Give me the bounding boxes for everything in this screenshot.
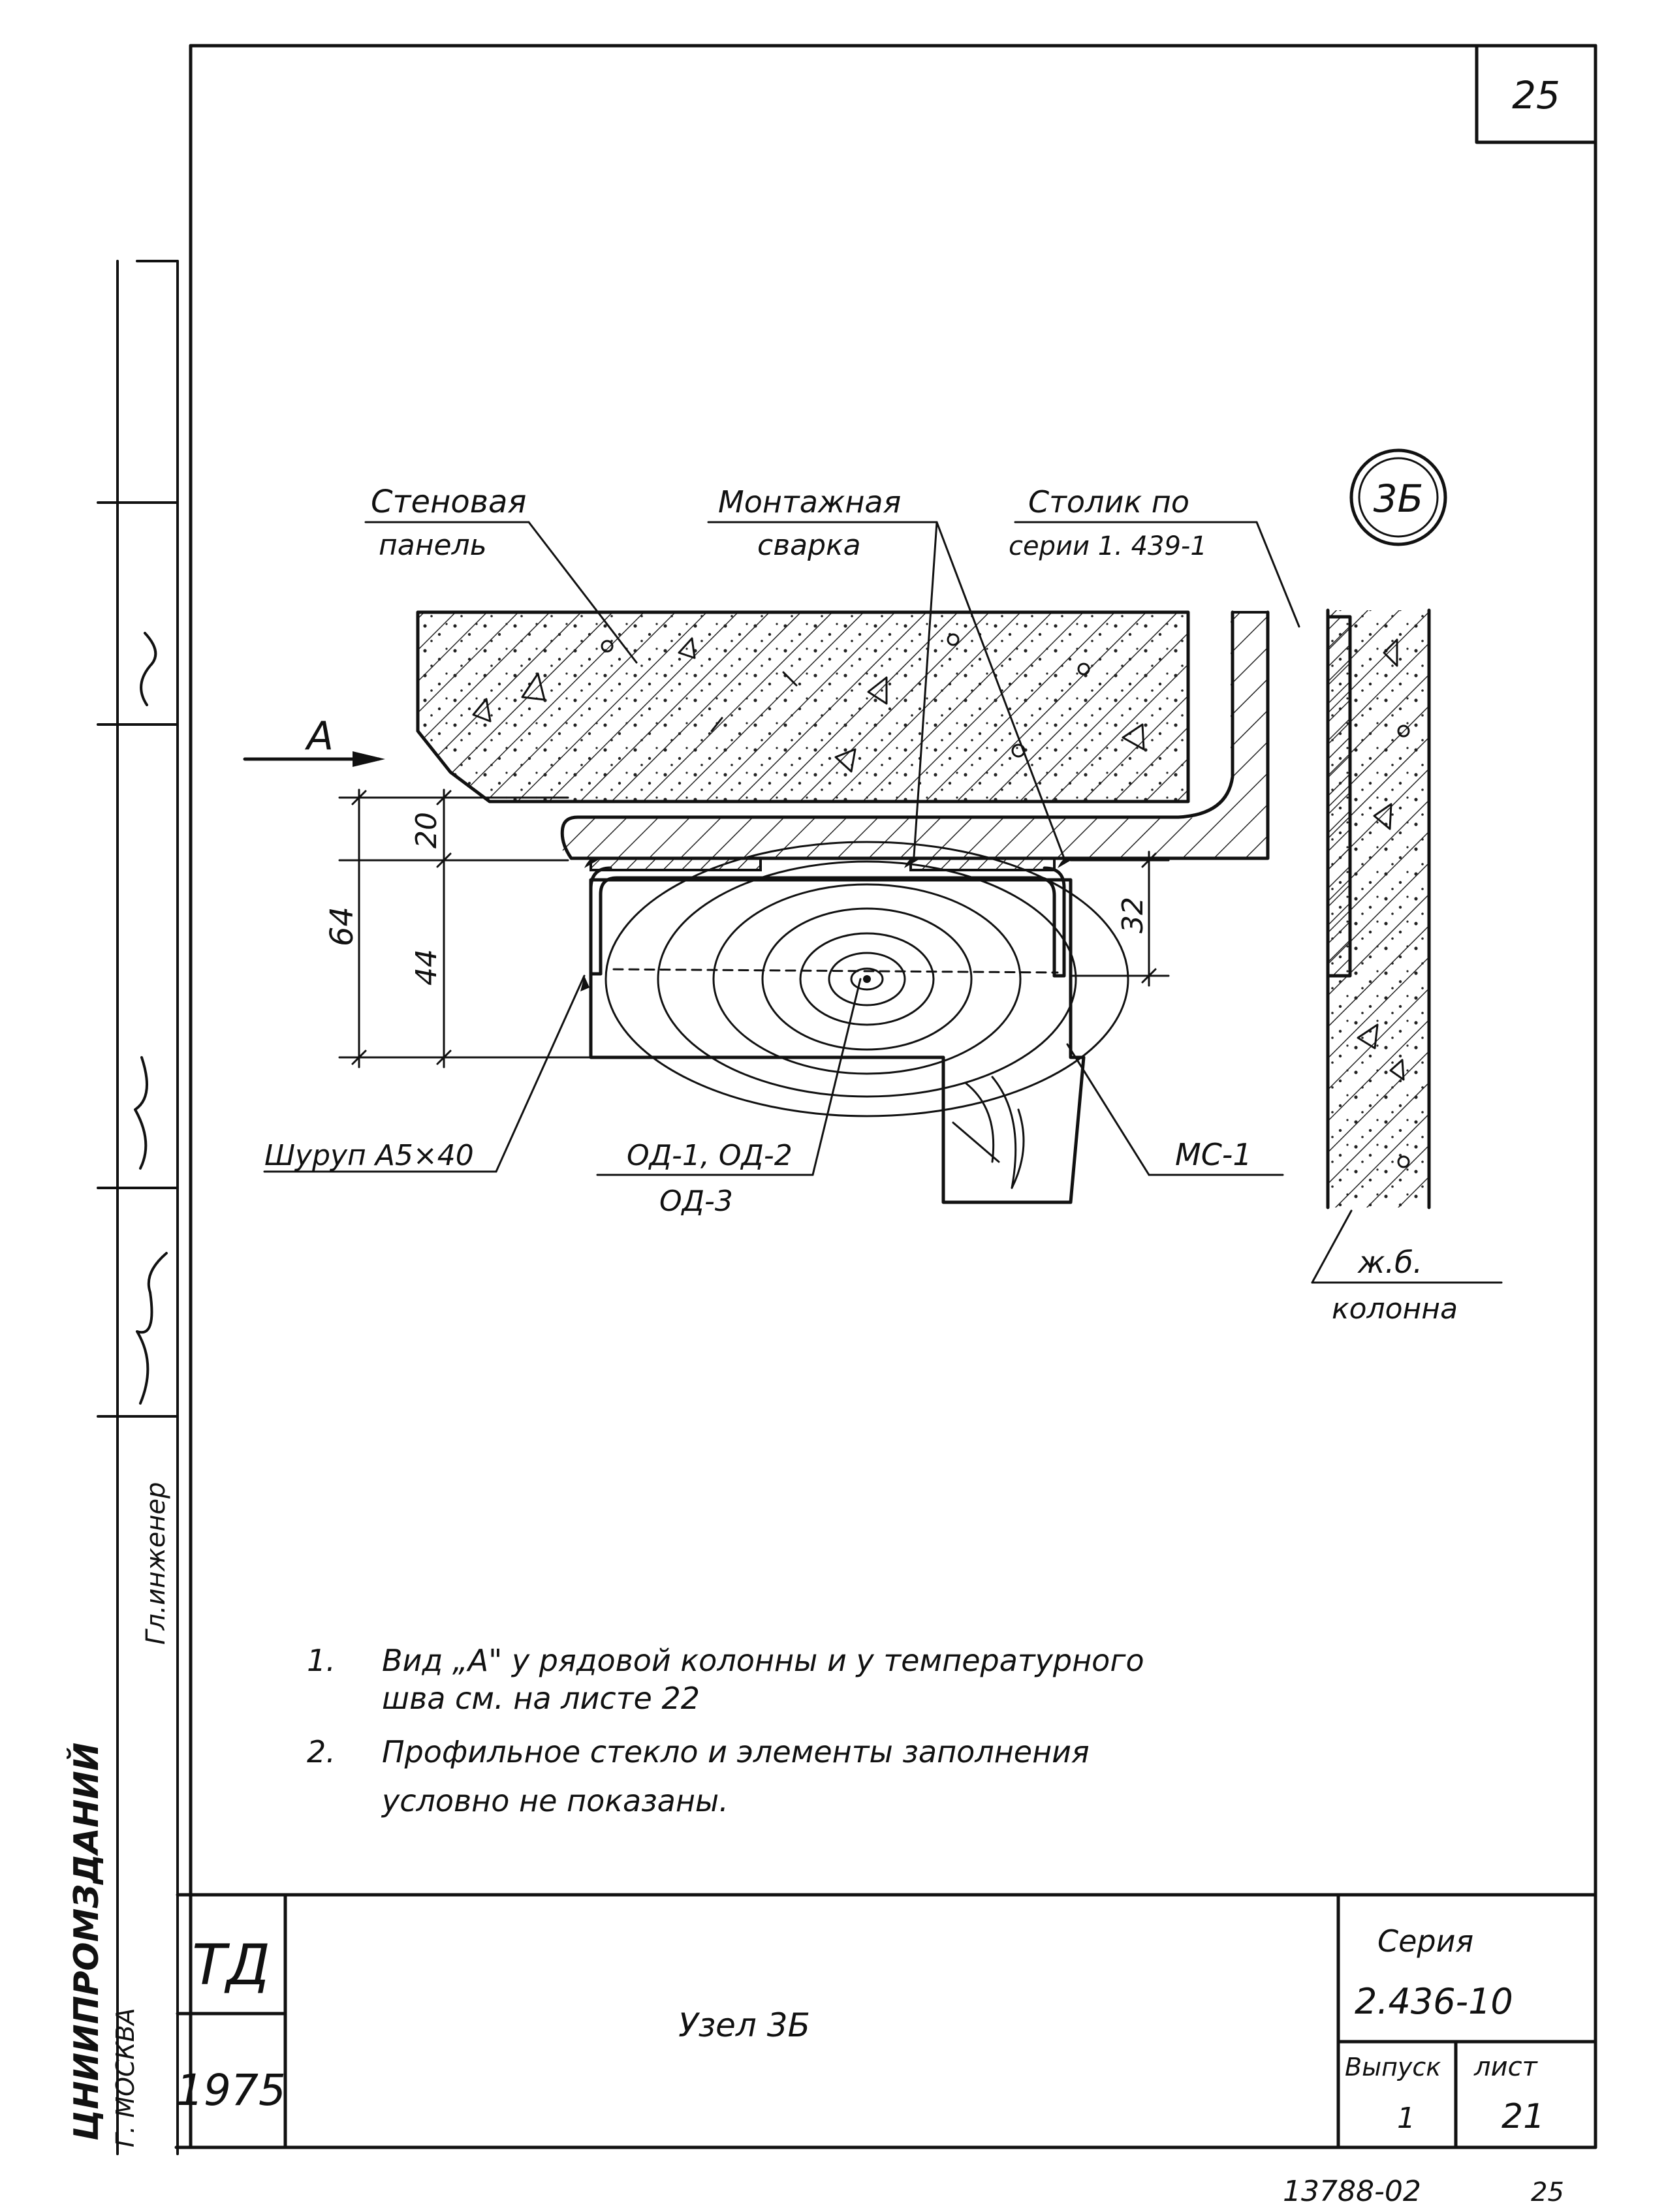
stamp-series-value: 2.436-10	[1355, 1981, 1513, 2022]
note-1-line2: шва см. на листе 22	[382, 1681, 700, 1716]
stamp-issue-label: Выпуск	[1345, 2053, 1441, 2081]
leader-lines	[263, 521, 1503, 1284]
wall-panel	[416, 610, 1190, 803]
label-table-1: Столик по	[1028, 484, 1189, 520]
bottom-page: 25	[1531, 2177, 1564, 2207]
page-number-box	[1475, 44, 1597, 144]
node-mark: 3Б	[1374, 476, 1424, 521]
weld-plates	[584, 857, 1073, 871]
note-2-line2: условно не показаны.	[381, 1783, 729, 1818]
label-welding-1: Монтажная	[718, 484, 901, 520]
stamp-year: 1975	[176, 2065, 286, 2115]
label-screw: Шуруп А5×40	[264, 1139, 474, 1172]
view-a-arrow	[243, 751, 385, 767]
wooden-beam	[589, 841, 1129, 1204]
dim-right: 32	[1116, 897, 1150, 933]
label-wall-panel-2: панель	[379, 529, 487, 562]
dim-lower: 44	[410, 949, 443, 986]
note-2-line1: Профильное стекло и элементы заполнения	[382, 1734, 1090, 1769]
left-margin-strip	[97, 260, 179, 2155]
title-block	[176, 1893, 1597, 2149]
stamp-sheet-label: лист	[1473, 2052, 1539, 2082]
side-role-text: Гл.инженер	[141, 1482, 171, 1645]
node-mark-circle	[1349, 448, 1447, 546]
sheet-frame	[174, 44, 1597, 2149]
side-org-text: ЦНИИПРОМЗДАНИЙ	[67, 1743, 106, 2141]
label-od-top: ОД-1, ОД-2	[627, 1139, 793, 1172]
label-welding-2: сварка	[757, 529, 861, 562]
stamp-sheet-value: 21	[1501, 2097, 1545, 2136]
dimension-lines	[338, 788, 1170, 1068]
label-od-bottom: ОД-3	[659, 1185, 733, 1218]
dim-total: 64	[324, 907, 360, 946]
label-mc: МС-1	[1175, 1137, 1252, 1172]
bottom-code: 13788-02	[1283, 2175, 1421, 2208]
label-table-2: серии 1. 439-1	[1009, 531, 1207, 561]
screw-point	[580, 976, 589, 991]
notes-block: 1. Вид „А" у рядовой колонны и у темпера…	[307, 1643, 1144, 1818]
side-city-text: Г. МОСКВА	[111, 2008, 140, 2147]
stamp-title: Узел 3Б	[678, 2006, 810, 2044]
side-signature	[134, 632, 168, 1405]
node-mark-circle-inner	[1358, 457, 1439, 538]
steel-table	[560, 610, 1270, 860]
note-1-line1: Вид „А" у рядовой колонны и у температур…	[382, 1643, 1144, 1678]
stamp-issue-value: 1	[1397, 2102, 1415, 2135]
stamp-series-label: Серия	[1377, 1924, 1473, 1959]
label-column-1: ж.б.	[1357, 1245, 1422, 1280]
view-a-label: А	[304, 713, 334, 759]
note-1-number: 1.	[307, 1643, 336, 1678]
rc-column	[1326, 608, 1431, 1209]
label-column-2: колонна	[1332, 1292, 1458, 1326]
label-wall-panel-1: Стеновая	[371, 484, 526, 520]
stamp-td: ТД	[192, 1933, 270, 1998]
page-number: 25	[1512, 73, 1560, 117]
note-2-number: 2.	[307, 1734, 336, 1769]
dim-upper: 20	[410, 812, 443, 849]
